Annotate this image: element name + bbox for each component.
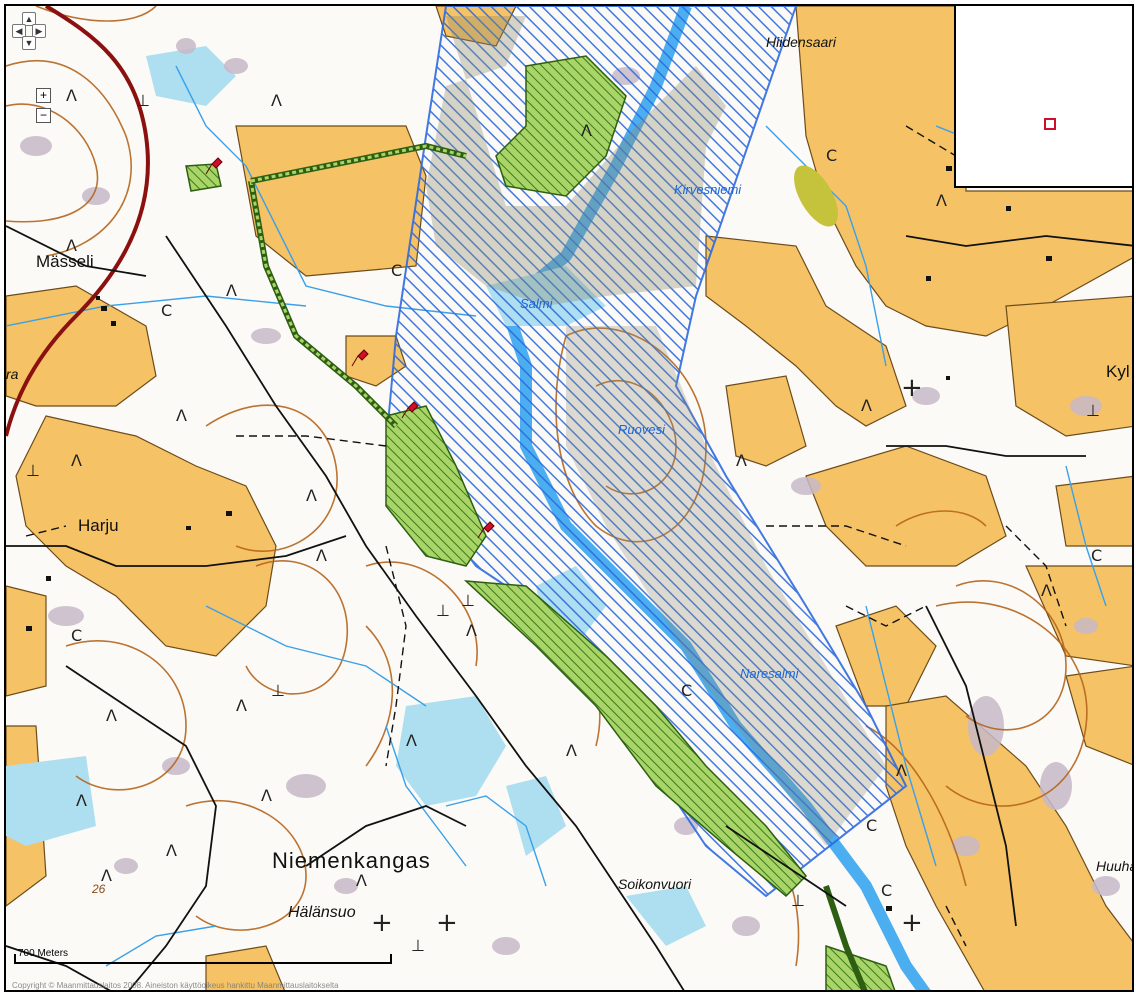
place-label-halansuo: Hälänsuo	[288, 904, 356, 921]
svg-text:C: C	[161, 301, 172, 320]
trails	[25, 125, 1067, 947]
scale-line	[14, 962, 392, 964]
place-label-ra: ra	[6, 366, 19, 382]
svg-text:Λ: Λ	[581, 121, 592, 140]
scale-bar: 700 Meters	[14, 946, 392, 966]
svg-text:Λ: Λ	[736, 451, 747, 470]
scale-tick-left	[14, 954, 16, 964]
pan-right-icon[interactable]: ▶	[32, 24, 46, 38]
svg-text:⊥: ⊥	[1086, 401, 1100, 420]
svg-text:⊥: ⊥	[411, 936, 425, 955]
pushpin-icon	[205, 157, 495, 539]
svg-text:Λ: Λ	[106, 706, 117, 725]
svg-text:+: +	[371, 908, 393, 938]
svg-text:+: +	[901, 908, 923, 938]
main-road	[6, 6, 150, 437]
svg-text:Λ: Λ	[261, 786, 272, 805]
zoom-in-icon[interactable]: +	[36, 88, 51, 103]
svg-text:+: +	[901, 373, 923, 403]
svg-text:Λ: Λ	[936, 191, 947, 210]
svg-text:C: C	[881, 881, 892, 900]
pan-down-icon[interactable]: ▼	[22, 36, 36, 50]
water-label-ruovesi: Ruovesi	[618, 422, 665, 437]
svg-text:⊥: ⊥	[436, 601, 450, 620]
hatched-protection-area	[384, 6, 908, 898]
svg-text:⊥: ⊥	[461, 591, 475, 610]
svg-text:Λ: Λ	[76, 791, 87, 810]
svg-text:C: C	[681, 681, 692, 700]
svg-text:C: C	[1091, 546, 1102, 565]
scale-tick-right	[390, 954, 392, 964]
place-label-kyl: Kyl	[1106, 362, 1130, 381]
svg-text:Λ: Λ	[236, 696, 247, 715]
overview-marker-icon	[1044, 118, 1056, 130]
svg-text:Λ: Λ	[226, 281, 237, 300]
place-label-soikonvuori: Soikonvuori	[618, 876, 692, 892]
svg-text:Λ: Λ	[66, 86, 77, 105]
svg-text:Λ: Λ	[316, 546, 327, 565]
zoom-out-icon[interactable]: −	[36, 108, 51, 123]
svg-text:Λ: Λ	[896, 761, 907, 780]
svg-text:Λ: Λ	[356, 871, 367, 890]
svg-text:C: C	[71, 626, 82, 645]
water-label-naresalmi: Naresalmi	[740, 666, 799, 681]
svg-text:Λ: Λ	[861, 396, 872, 415]
svg-text:+: +	[436, 908, 458, 938]
svg-text:Λ: Λ	[166, 841, 177, 860]
contour-label-26: 26	[92, 882, 106, 896]
pan-up-icon[interactable]: ▲	[22, 12, 36, 26]
place-label-masseli: Mässeli	[36, 252, 94, 271]
water-areas	[6, 46, 706, 946]
topographic-map-canvas[interactable]: ΛΛΛ ΛΛΛ ΛΛΛ ΛΛΛ ΛΛΛ ΛΛΛ ΛΛΛ ΛΛΛ ⊥⊥⊥ ⊥⊥⊥ …	[6, 6, 1134, 992]
pan-left-icon[interactable]: ◀	[12, 24, 26, 38]
scale-label: 700 Meters	[18, 948, 69, 959]
roads	[6, 225, 1132, 990]
svg-text:⊥: ⊥	[271, 681, 285, 700]
place-label-huuha: Huuha	[1096, 858, 1134, 874]
copyright-notice: Copyright © Maanmittauslaitos 2008. Aine…	[12, 981, 339, 990]
buildings	[26, 166, 1052, 911]
water-label-kirvesniemi: Kirvesniemi	[674, 182, 742, 197]
svg-text:Λ: Λ	[306, 486, 317, 505]
green-zones	[185, 55, 896, 990]
water-label-salmi: Salmi	[520, 296, 553, 311]
svg-text:Λ: Λ	[66, 236, 77, 255]
svg-text:Λ: Λ	[101, 866, 112, 885]
svg-text:C: C	[391, 261, 402, 280]
streams	[6, 65, 1107, 967]
place-label-harju: Harju	[78, 516, 119, 535]
olive-blob	[794, 165, 838, 227]
svg-text:C: C	[866, 816, 877, 835]
svg-text:Λ: Λ	[176, 406, 187, 425]
hatched-core-area	[426, 16, 726, 306]
svg-text:Λ: Λ	[466, 621, 477, 640]
place-label-hiidensaari: Hiidensaari	[766, 34, 837, 50]
svg-text:Λ: Λ	[1041, 581, 1052, 600]
svg-text:⊥: ⊥	[791, 891, 805, 910]
svg-text:C: C	[826, 146, 837, 165]
svg-text:Λ: Λ	[406, 731, 417, 750]
svg-text:⊥: ⊥	[136, 91, 150, 110]
svg-text:Λ: Λ	[271, 91, 282, 110]
overview-map[interactable]	[954, 6, 1132, 188]
svg-text:⊥: ⊥	[26, 461, 40, 480]
place-label-niemenkangas: Niemenkangas	[272, 848, 431, 873]
svg-text:Λ: Λ	[71, 451, 82, 470]
svg-text:Λ: Λ	[566, 741, 577, 760]
